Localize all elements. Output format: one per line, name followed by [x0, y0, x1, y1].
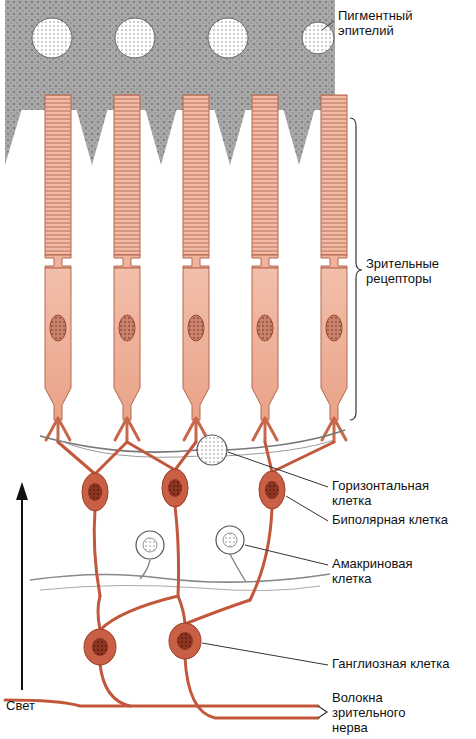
- part-label: Зрительные рецепторы: [366, 256, 470, 286]
- part-label: Биполярная клетка: [332, 512, 452, 527]
- part-label: Свет: [6, 698, 66, 713]
- leader-lines: [202, 21, 334, 665]
- part-label: Амакриновая клетка: [332, 556, 452, 586]
- ganglion-cells: [5, 596, 318, 718]
- amacrine-cells: [30, 526, 330, 591]
- part-label: Пигментный эпителий: [338, 8, 450, 38]
- light-arrow: [16, 482, 28, 690]
- fiber-brace: [318, 706, 327, 718]
- photoreceptor-cells: [45, 95, 347, 442]
- bipolar-cells: [58, 442, 334, 600]
- bracket: [350, 118, 362, 420]
- part-label: Ганглиозная клетка: [332, 656, 452, 671]
- ganglion-cell-bodies: [84, 623, 201, 665]
- part-label: Горизонтальная клетка: [332, 478, 452, 508]
- bipolar-cell-bodies: [82, 469, 285, 511]
- part-label: Волокна зрительного нерва: [332, 690, 432, 735]
